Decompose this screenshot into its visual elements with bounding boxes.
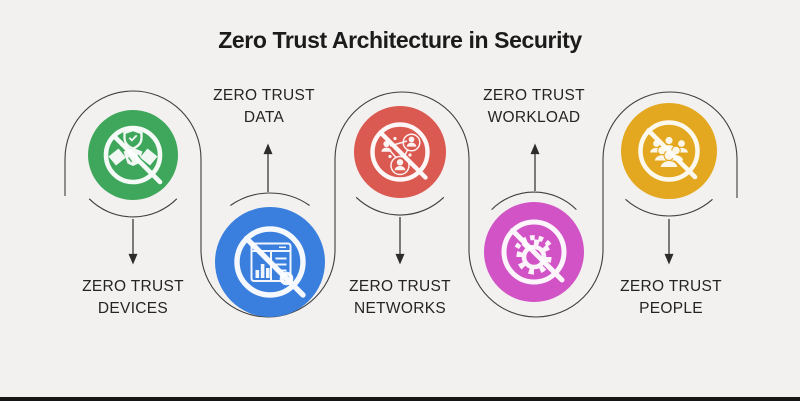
prohibition-icon bbox=[501, 219, 567, 285]
label-line: ZERO TRUST bbox=[483, 87, 585, 104]
label-line: ZERO TRUST bbox=[620, 278, 722, 295]
people-badge bbox=[621, 103, 717, 199]
label-line: WORKLOAD bbox=[487, 108, 581, 126]
node-zero-trust-data bbox=[215, 207, 325, 317]
label-zero-trust-networks: ZERO TRUST NETWORKS bbox=[320, 276, 480, 319]
arrow-up-workload bbox=[530, 143, 540, 191]
label-line: NETWORKS bbox=[354, 299, 446, 317]
label-zero-trust-workload: ZERO TRUST WORKLOAD bbox=[454, 85, 614, 128]
prohibition-icon bbox=[103, 125, 163, 185]
bottom-bar bbox=[0, 397, 800, 401]
label-line: PEOPLE bbox=[639, 299, 703, 317]
prohibition-icon bbox=[370, 122, 430, 182]
label-line: DATA bbox=[243, 108, 285, 126]
node-arc-networks bbox=[355, 196, 445, 216]
page-title: Zero Trust Architecture in Security bbox=[218, 27, 582, 53]
node-zero-trust-devices bbox=[88, 110, 178, 200]
devices-badge bbox=[88, 110, 178, 200]
label-line: ZERO TRUST bbox=[213, 87, 315, 104]
node-arc-data bbox=[230, 192, 310, 206]
arrow-down-people bbox=[664, 219, 674, 265]
arrow-down-devices bbox=[128, 219, 138, 265]
data-badge bbox=[215, 207, 325, 317]
node-arc-people bbox=[625, 198, 713, 217]
label-zero-trust-data: ZERO TRUST DATA bbox=[184, 85, 344, 128]
networks-badge bbox=[354, 106, 446, 198]
gear-gauge-icon bbox=[514, 235, 554, 275]
serpentine-path bbox=[64, 90, 738, 318]
node-arc-workload bbox=[491, 191, 577, 210]
node-zero-trust-networks bbox=[354, 106, 446, 198]
arrow-up-data bbox=[263, 143, 273, 192]
label-line: DEVICES bbox=[97, 299, 169, 317]
node-arc-devices bbox=[88, 198, 178, 218]
label-line: ZERO TRUST bbox=[82, 278, 184, 295]
label-zero-trust-devices: ZERO TRUST DEVICES bbox=[53, 276, 213, 319]
label-zero-trust-people: ZERO TRUST PEOPLE bbox=[591, 276, 751, 319]
prohibition-icon bbox=[638, 120, 700, 182]
people-network-icon bbox=[381, 133, 421, 176]
workload-badge bbox=[484, 202, 584, 302]
prohibition-icon bbox=[234, 226, 306, 298]
people-group-icon bbox=[648, 135, 690, 168]
arrow-down-networks bbox=[395, 217, 405, 265]
label-line: ZERO TRUST bbox=[349, 278, 451, 295]
node-zero-trust-people bbox=[621, 103, 717, 199]
node-zero-trust-workload bbox=[484, 202, 584, 302]
